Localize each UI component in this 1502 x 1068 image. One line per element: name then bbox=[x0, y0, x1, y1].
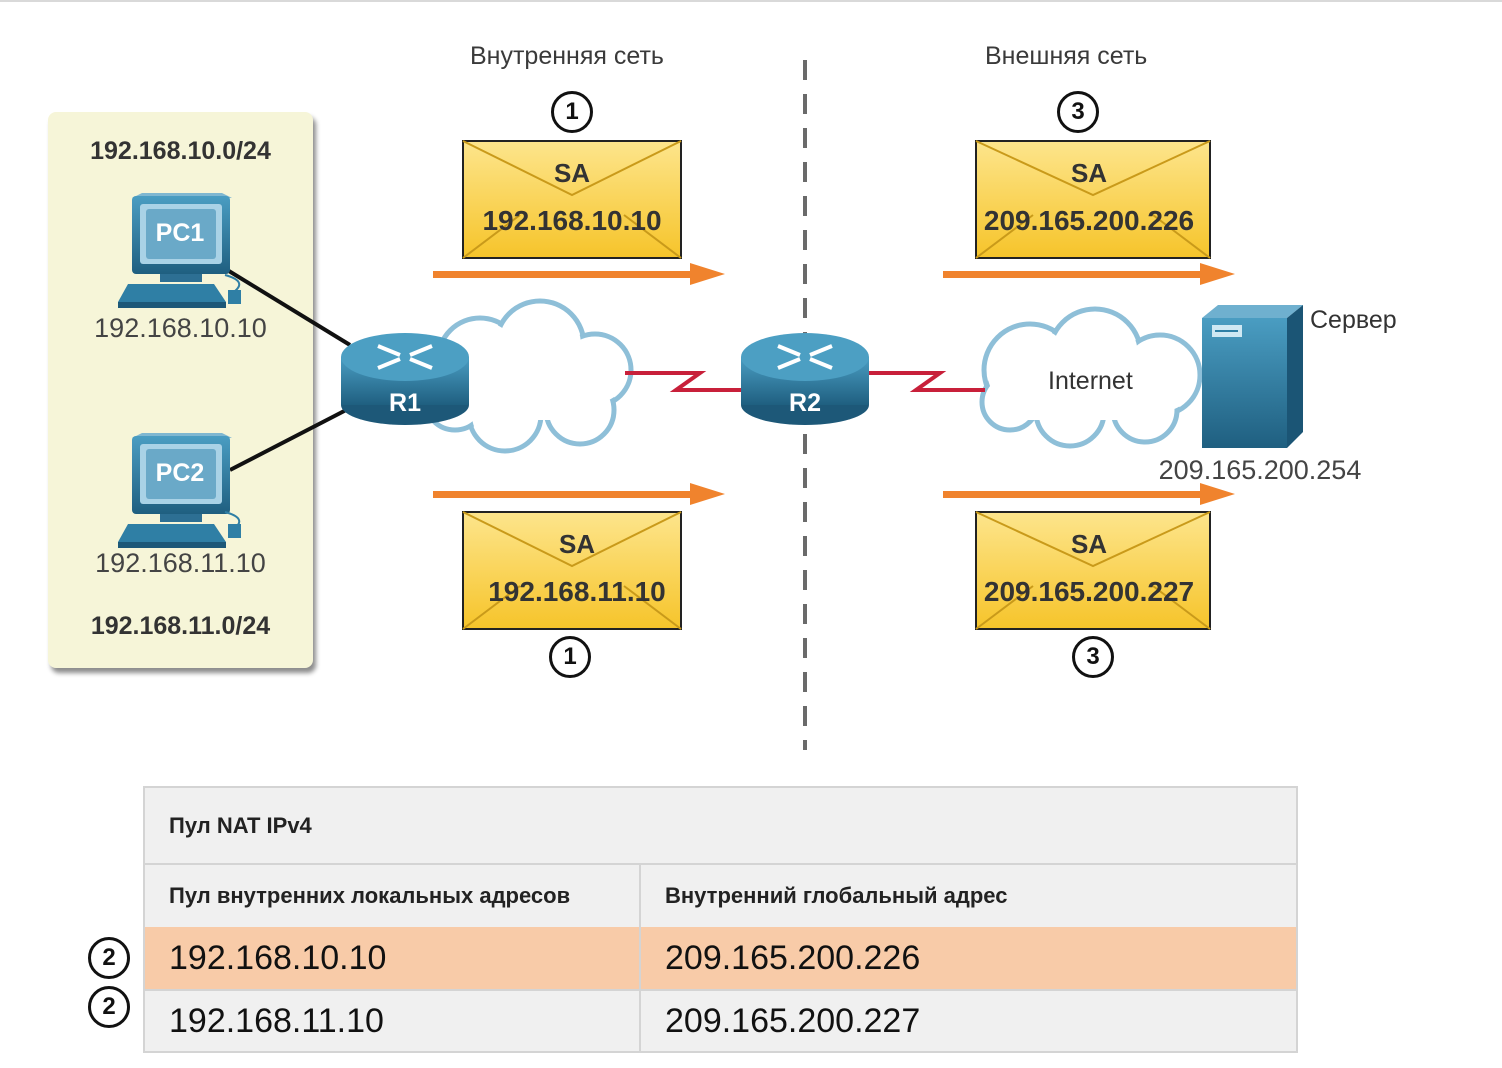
serial-link-r2-internet bbox=[865, 371, 985, 392]
step-marker-outside-top: 3 bbox=[1057, 91, 1099, 133]
outside-zone-label: Внешняя сеть bbox=[985, 42, 1148, 70]
envelope-inside-bottom bbox=[462, 511, 682, 630]
pc1-ip: 192.168.10.10 bbox=[94, 313, 267, 343]
envelope-outside-bottom-header: SA bbox=[1070, 529, 1108, 559]
pc2-label: PC2 bbox=[155, 459, 205, 487]
router-r1-icon bbox=[341, 333, 469, 425]
nat-table-row2-global: 209.165.200.227 bbox=[639, 991, 1296, 1051]
server-label: Сервер bbox=[1310, 306, 1397, 334]
nat-table-row2-local: 192.168.11.10 bbox=[169, 1001, 384, 1040]
envelope-outside-top bbox=[975, 140, 1211, 259]
envelope-inside-bottom-address: 192.168.11.10 bbox=[488, 576, 666, 607]
top-divider bbox=[0, 0, 1502, 2]
flow-arrow-inside-top bbox=[433, 263, 725, 285]
nat-table-title: Пул NAT IPv4 bbox=[169, 813, 312, 838]
step-marker-outside-bottom: 3 bbox=[1072, 636, 1114, 678]
pc2-icon bbox=[118, 433, 241, 548]
pc1-label: PC1 bbox=[155, 219, 205, 247]
nat-table-divider bbox=[145, 863, 1296, 865]
serial-link-r1-r2 bbox=[625, 371, 745, 392]
internet-cloud-label: Internet bbox=[1048, 367, 1133, 395]
nat-table-row1-local: 192.168.10.10 bbox=[169, 938, 387, 977]
nat-table-row-divider bbox=[145, 989, 1296, 991]
subnet-bottom-label: 192.168.11.0/24 bbox=[90, 612, 271, 640]
router-r2-icon bbox=[741, 333, 869, 425]
envelope-inside-top bbox=[462, 140, 682, 259]
step-marker-table-row1: 2 bbox=[88, 937, 130, 979]
link-pc1-r1 bbox=[222, 266, 352, 347]
envelope-inside-bottom-header: SA bbox=[558, 529, 596, 559]
server-ip: 209.165.200.254 bbox=[1158, 455, 1362, 485]
envelope-inside-top-header: SA bbox=[553, 158, 591, 188]
step-marker-table-row2: 2 bbox=[88, 986, 130, 1028]
nat-table-row1-global: 209.165.200.226 bbox=[639, 927, 1296, 989]
nat-table-header-global: Внутренний глобальный адрес bbox=[639, 865, 1296, 927]
inside-zone-label: Внутренняя сеть bbox=[470, 42, 664, 70]
server-icon bbox=[1202, 305, 1303, 448]
pc1-icon bbox=[118, 193, 241, 308]
link-pc2-r1 bbox=[229, 406, 351, 472]
router-r2-label: R2 bbox=[789, 389, 821, 417]
subnet-top-label: 192.168.10.0/24 bbox=[90, 137, 271, 165]
envelope-outside-bottom bbox=[975, 511, 1211, 630]
envelope-outside-top-header: SA bbox=[1070, 158, 1108, 188]
flow-arrow-outside-bottom bbox=[943, 483, 1235, 505]
step-marker-inside-top: 1 bbox=[551, 91, 593, 133]
step-marker-inside-bottom: 1 bbox=[549, 636, 591, 678]
nat-pool-table: Пул NAT IPv4 Пул внутренних локальных ад… bbox=[143, 786, 1298, 1053]
nat-table-row-highlight bbox=[145, 927, 1296, 989]
nat-table-header-local: Пул внутренних локальных адресов bbox=[169, 883, 571, 908]
envelope-outside-top-address: 209.165.200.226 bbox=[983, 205, 1195, 236]
flow-arrow-outside-top bbox=[943, 263, 1235, 285]
flow-arrow-inside-bottom bbox=[433, 483, 725, 505]
envelope-inside-top-address: 192.168.10.10 bbox=[482, 205, 662, 236]
envelope-outside-bottom-address: 209.165.200.227 bbox=[983, 576, 1195, 607]
pc2-ip: 192.168.11.10 bbox=[95, 548, 266, 578]
router-r1-label: R1 bbox=[389, 389, 421, 417]
